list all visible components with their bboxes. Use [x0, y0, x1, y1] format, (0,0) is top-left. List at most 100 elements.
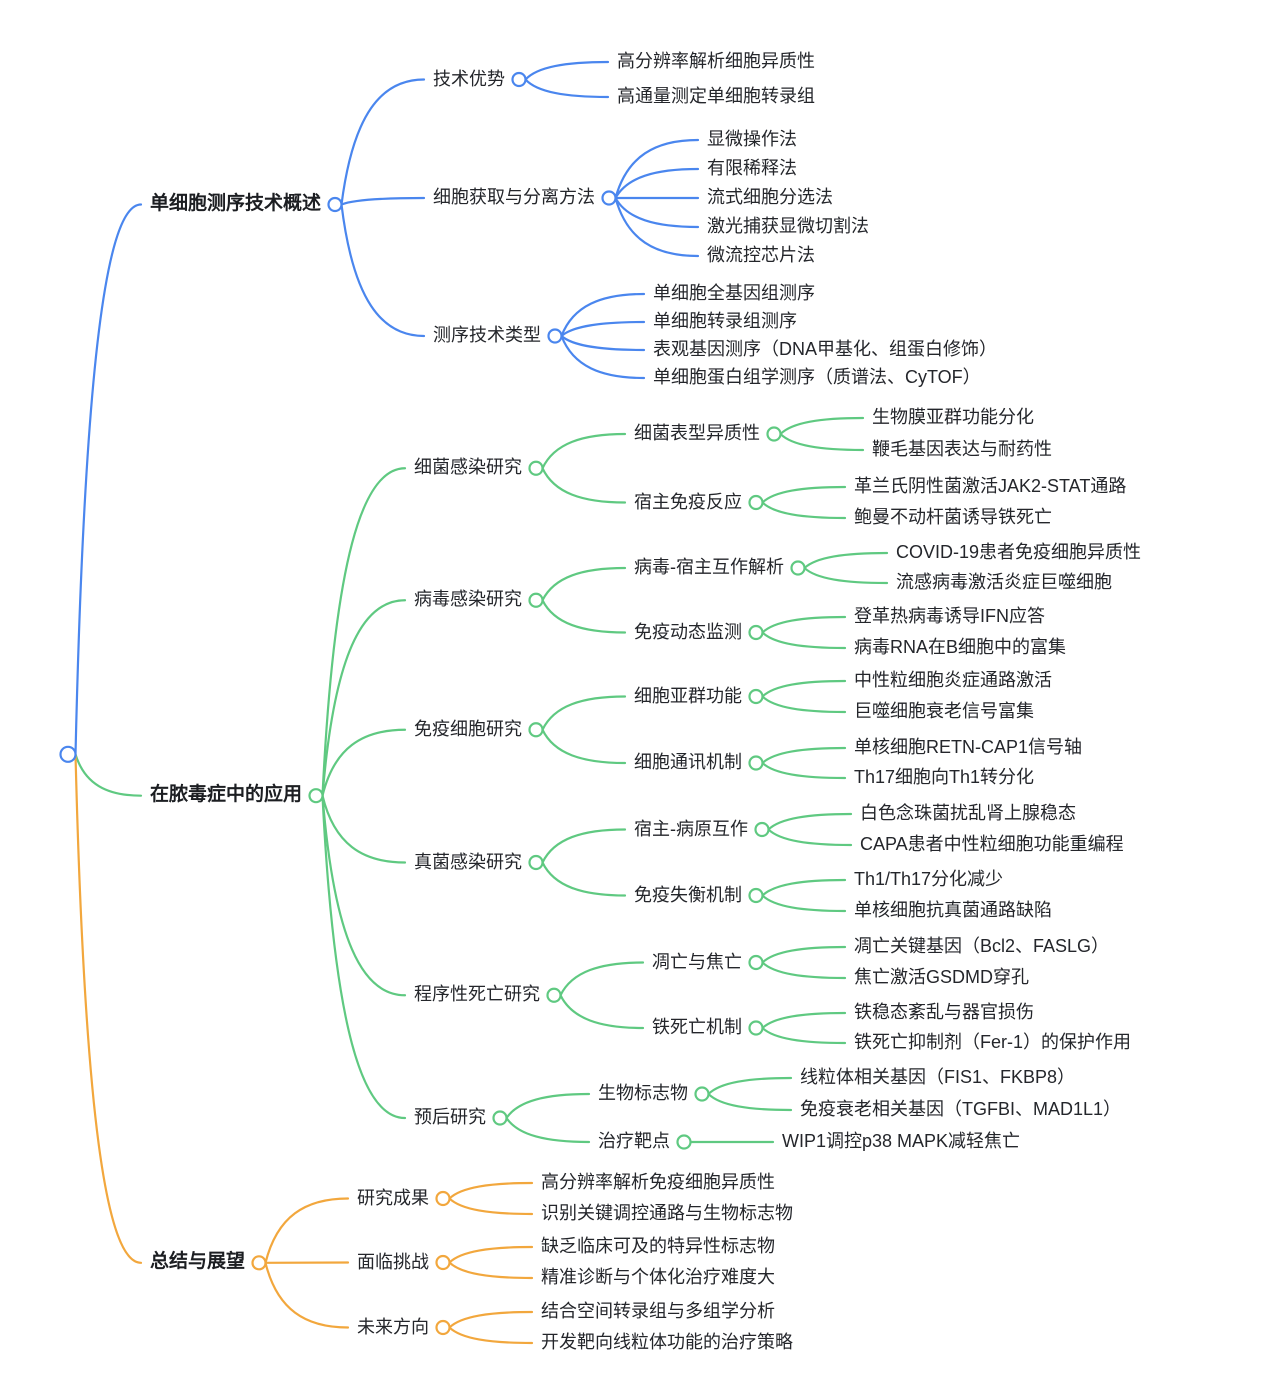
mindmap-node-label[interactable]: 精准诊断与个体化治疗难度大 [541, 1266, 775, 1287]
branch-connector [448, 1197, 534, 1216]
mindmap-node-label[interactable]: 测序技术类型 [433, 324, 541, 345]
node-collapse-handle[interactable] [435, 1319, 451, 1336]
mindmap-node-label[interactable]: 铁死亡抑制剂（Fer-1）的保护作用 [854, 1031, 1132, 1052]
node-collapse-handle[interactable] [748, 1020, 764, 1036]
mindmap-node-label[interactable]: 高分辨率解析免疫细胞异质性 [541, 1171, 775, 1192]
mindmap-node-label[interactable]: 宿主免疫反应 [634, 491, 742, 512]
mindmap-branch-label[interactable]: 在脓毒症中的应用 [150, 783, 303, 805]
mindmap-node-label[interactable]: 单细胞转录组测序 [653, 310, 797, 331]
mindmap-node-label[interactable]: 单细胞蛋白组学测序（质谱法、CyTOF） [653, 366, 981, 387]
node-collapse-handle[interactable] [251, 1255, 267, 1271]
node-collapse-handle[interactable] [528, 722, 544, 738]
mindmap-node-label[interactable]: 显微操作法 [707, 128, 797, 149]
mindmap-node-label[interactable]: 高分辨率解析细胞异质性 [617, 50, 815, 71]
mindmap-node-label[interactable]: 预后研究 [414, 1106, 486, 1127]
mindmap-node-label[interactable]: CAPA患者中性粒细胞功能重编程 [860, 833, 1124, 854]
mindmap-node-label[interactable]: Th1/Th17分化减少 [854, 868, 1004, 889]
node-collapse-handle[interactable] [308, 788, 324, 804]
node-collapse-handle[interactable] [748, 688, 764, 705]
mindmap-node-label[interactable]: 真菌感染研究 [414, 851, 522, 872]
mindmap-node-label[interactable]: 病毒RNA在B细胞中的富集 [854, 636, 1067, 657]
mindmap-node-label[interactable]: Th17细胞向Th1转分化 [854, 766, 1035, 787]
mindmap-node-label[interactable]: 缺乏临床可及的特异性标志物 [541, 1235, 775, 1256]
node-collapse-handle[interactable] [528, 460, 544, 476]
mindmap-node-label[interactable]: 细菌感染研究 [414, 457, 522, 478]
node-collapse-handle[interactable] [546, 987, 562, 1003]
mindmap-node-label[interactable]: 免疫细胞研究 [414, 718, 522, 739]
mindmap-branch-label[interactable]: 总结与展望 [150, 1250, 246, 1272]
mindmap-node-label[interactable]: 凋亡与焦亡 [652, 951, 742, 972]
mindmap-node-label[interactable]: 激光捕获显微切割法 [707, 215, 869, 236]
mindmap-node-label[interactable]: 宿主-病原互作 [634, 818, 748, 839]
node-collapse-handle[interactable] [511, 71, 527, 88]
mindmap-node-label[interactable]: 革兰氏阴性菌激活JAK2-STAT通路 [854, 475, 1127, 496]
mindmap-node-label[interactable]: 细胞亚群功能 [634, 685, 742, 706]
mindmap-node-label[interactable]: 线粒体相关基因（FIS1、FKBP8） [800, 1066, 1076, 1087]
mindmap-node-label[interactable]: 识别关键调控通路与生物标志物 [541, 1202, 793, 1223]
mindmap-node-label[interactable]: 程序性死亡研究 [414, 984, 540, 1005]
mindmap-node-label[interactable]: 病毒-宿主互作解析 [634, 556, 784, 577]
mindmap-node-label[interactable]: 单核细胞抗真菌通路缺陷 [854, 899, 1052, 920]
node-collapse-handle[interactable] [528, 854, 544, 871]
mindmap-node-label[interactable]: 细胞通讯机制 [634, 751, 742, 772]
mindmap-node-label[interactable]: 治疗靶点 [598, 1130, 670, 1151]
mindmap-node-label[interactable]: 流式细胞分选法 [707, 186, 833, 207]
node-collapse-handle[interactable] [528, 592, 544, 608]
node-collapse-handle[interactable] [754, 821, 770, 838]
mindmap-node-label[interactable]: WIP1调控p38 MAPK减轻焦亡 [782, 1130, 1021, 1151]
mindmap-node-label[interactable]: 流感病毒激活炎症巨噬细胞 [896, 571, 1112, 592]
node-collapse-handle[interactable] [601, 190, 617, 206]
mindmap-node-label[interactable]: 高通量测定单细胞转录组 [617, 85, 815, 106]
node-collapse-handle[interactable] [435, 1254, 451, 1271]
mindmap-node-label[interactable]: 面临挑战 [357, 1251, 429, 1272]
mindmap-node-label[interactable]: 鞭毛基因表达与耐药性 [872, 438, 1052, 459]
node-collapse-handle[interactable] [748, 954, 764, 971]
mindmap-node-label[interactable]: 巨噬细胞衰老信号富集 [854, 700, 1034, 721]
mindmap-node-label[interactable]: 病毒感染研究 [414, 589, 522, 610]
mindmap-node-label[interactable]: COVID-19患者免疫细胞异质性 [896, 541, 1142, 562]
branch-connector [707, 1076, 793, 1096]
mindmap-node-label[interactable]: 焦亡激活GSDMD穿孔 [854, 966, 1029, 987]
mindmap-node-label[interactable]: 研究成果 [357, 1187, 429, 1208]
mindmap-node-label[interactable]: 细胞获取与分离方法 [433, 186, 595, 207]
mindmap-node-label[interactable]: 登革热病毒诱导IFN应答 [854, 605, 1045, 626]
node-collapse-handle[interactable] [766, 426, 782, 442]
mindmap-node-label[interactable]: 中性粒细胞炎症通路激活 [854, 669, 1052, 690]
mindmap-node-label[interactable]: 有限稀释法 [707, 157, 797, 178]
mindmap-node-label[interactable]: 开发靶向线粒体功能的治疗策略 [541, 1331, 793, 1352]
mindmap-node-label[interactable]: 凋亡关键基因（Bcl2、FASLG） [854, 935, 1110, 956]
node-collapse-handle[interactable] [748, 887, 764, 904]
mindmap-node-label[interactable]: 表观基因测序（DNA甲基化、组蛋白修饰） [653, 338, 998, 359]
branch-connector [779, 416, 865, 436]
node-collapse-handle[interactable] [676, 1134, 692, 1150]
mindmap-node-label[interactable]: 免疫失衡机制 [634, 884, 742, 905]
node-collapse-handle[interactable] [748, 624, 764, 641]
mindmap-node-label[interactable]: 技术优势 [433, 68, 505, 89]
mindmap-node-label[interactable]: 单细胞全基因组测序 [653, 282, 815, 303]
mindmap-node-label[interactable]: 生物膜亚群功能分化 [872, 406, 1034, 427]
mindmap-node-label[interactable]: 未来方向 [357, 1316, 429, 1337]
node-collapse-handle[interactable] [327, 196, 343, 213]
mindmap-node-label[interactable]: 微流控芯片法 [707, 244, 815, 265]
node-collapse-handle[interactable] [492, 1110, 508, 1126]
node-collapse-handle[interactable] [748, 494, 764, 511]
mindmap-node-label[interactable]: 铁稳态紊乱与器官损伤 [854, 1001, 1034, 1022]
mindmap-node-label[interactable]: 生物标志物 [598, 1082, 688, 1103]
node-collapse-handle[interactable] [435, 1190, 451, 1207]
node-collapse-handle[interactable] [790, 560, 806, 576]
root-node[interactable] [59, 745, 77, 763]
node-collapse-handle[interactable] [748, 755, 764, 771]
mindmap-node-label[interactable]: 免疫动态监测 [634, 621, 742, 642]
mindmap-branch-label[interactable]: 单细胞测序技术概述 [150, 192, 322, 214]
mindmap-node-label[interactable]: 单核细胞RETN-CAP1信号轴 [854, 736, 1083, 757]
mindmap-node-label[interactable]: 结合空间转录组与多组学分析 [541, 1300, 775, 1321]
node-collapse-handle[interactable] [694, 1086, 710, 1102]
mindmap-node-label[interactable]: 免疫衰老相关基因（TGFBI、MAD1L1） [800, 1098, 1122, 1119]
branch-connector [761, 615, 847, 634]
node-collapse-handle[interactable] [547, 328, 563, 344]
mindmap-node-label[interactable]: 鲍曼不动杆菌诱导铁死亡 [854, 506, 1052, 527]
mindmap-node-label[interactable]: 细菌表型异质性 [634, 422, 760, 443]
mindmap-node-label[interactable]: 铁死亡机制 [652, 1016, 742, 1037]
mindmap-node-label[interactable]: 白色念珠菌扰乱肾上腺稳态 [860, 802, 1076, 823]
